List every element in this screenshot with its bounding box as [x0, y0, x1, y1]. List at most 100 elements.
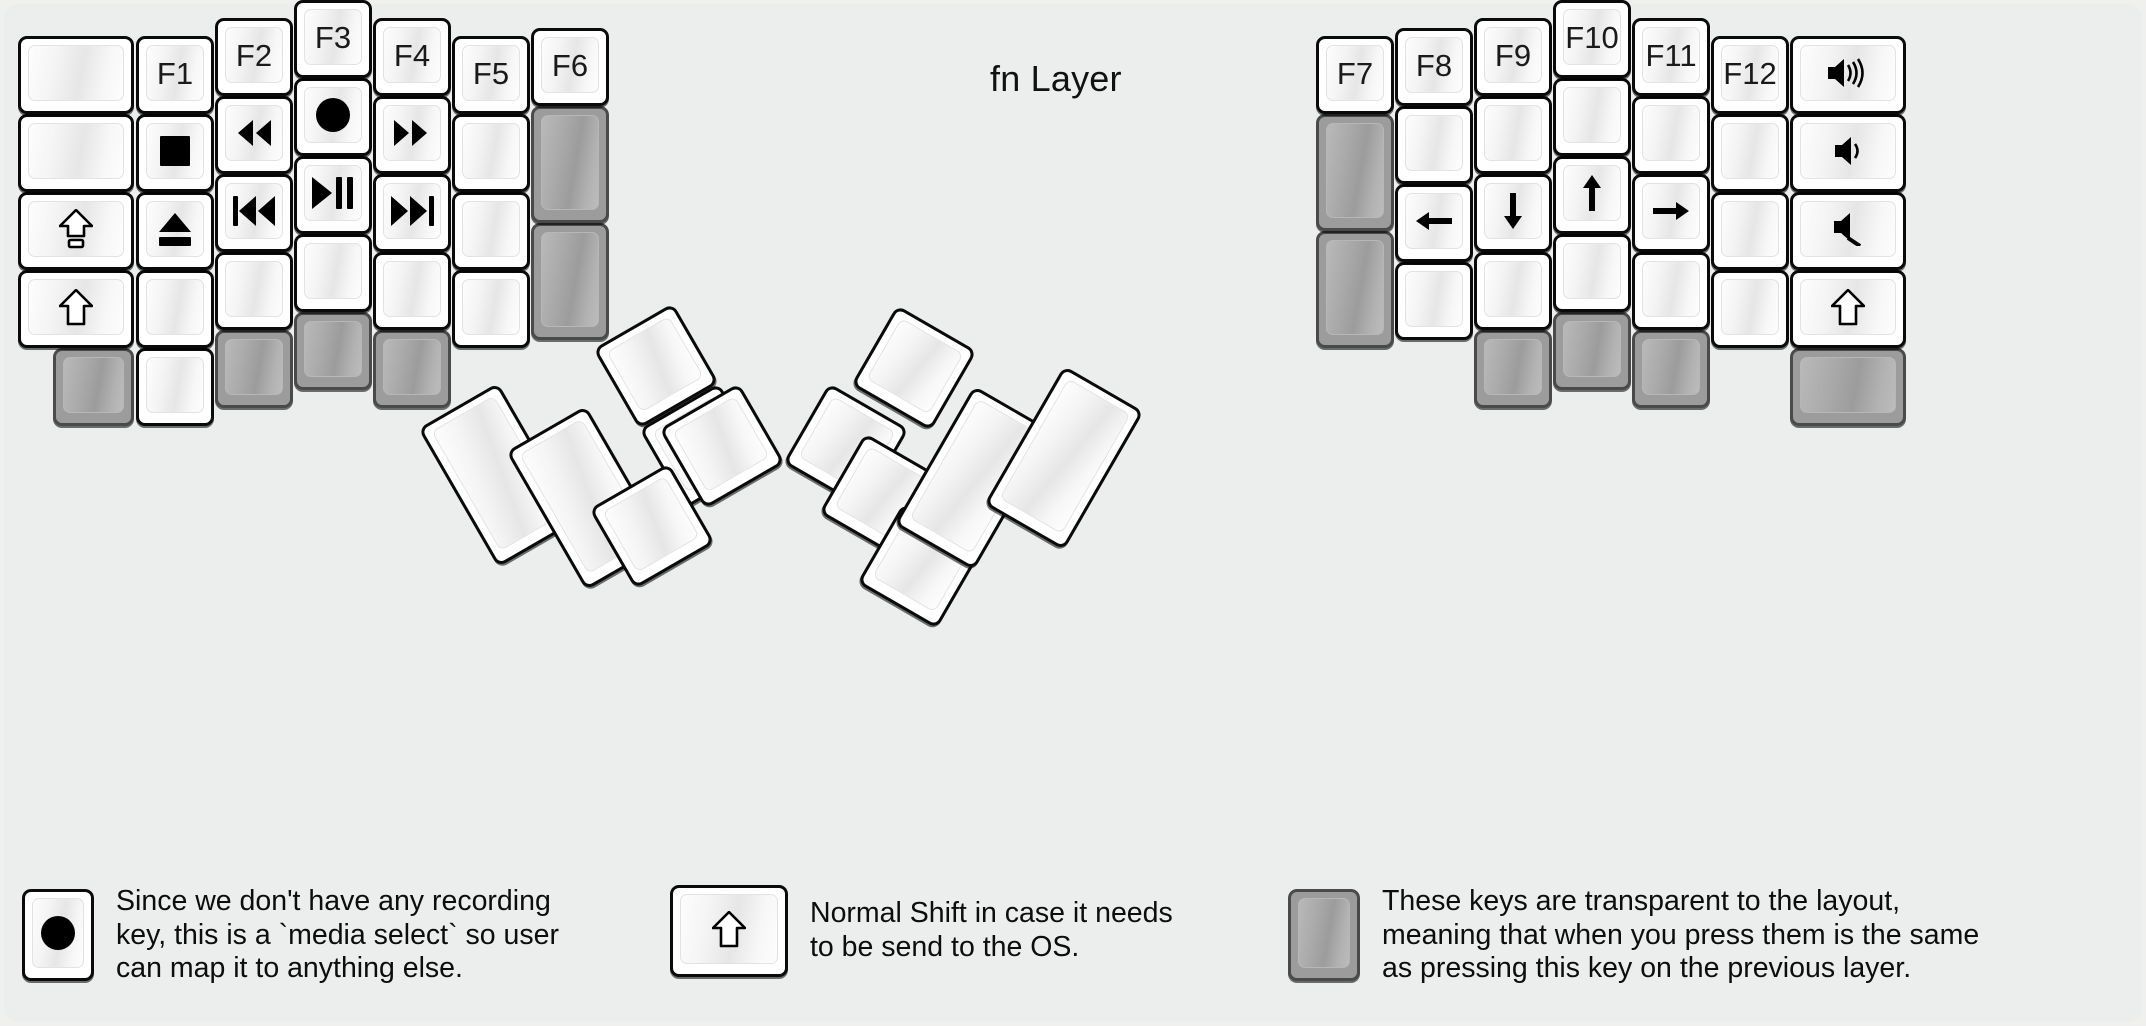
key-col-6-f5-3[interactable]	[452, 270, 530, 348]
key-col-4-f10-4[interactable]	[1553, 312, 1631, 390]
key-label: F7	[1336, 55, 1374, 91]
key-col-4-f3-4[interactable]	[294, 312, 372, 390]
key-col-5-f4-2[interactable]	[373, 174, 451, 252]
key-col-4-f3-0[interactable]: F3	[294, 0, 372, 78]
key-col-3-f2-2[interactable]	[215, 174, 293, 252]
key-col-4-f10-3[interactable]	[1553, 234, 1631, 312]
keycap-surface	[1326, 123, 1384, 218]
keycap-surface	[1298, 898, 1350, 969]
key-col-4-f10-2[interactable]	[1553, 156, 1631, 234]
keycap-surface	[1484, 339, 1542, 395]
key-col-3-f9-2[interactable]	[1474, 174, 1552, 252]
key-col-3-f9-0[interactable]: F9	[1474, 18, 1552, 96]
key-col-1-outer-3[interactable]	[18, 270, 134, 348]
keycap-surface	[1721, 201, 1779, 257]
key-label: F11	[1645, 37, 1697, 73]
legend-description-0: Since we don't have any recording key, t…	[116, 885, 559, 985]
key-col-4-f3-2[interactable]	[294, 156, 372, 234]
key-col-4-f3-3[interactable]	[294, 234, 372, 312]
key-col-5-f11-0[interactable]: F11	[1632, 18, 1710, 96]
key-col-3-f9-1[interactable]	[1474, 96, 1552, 174]
key-col-7-f6-0[interactable]: F6	[531, 28, 609, 106]
key-col-2-f8-2[interactable]	[1395, 184, 1473, 262]
keycap-surface	[1800, 123, 1896, 179]
key-col-5-f11-1[interactable]	[1632, 96, 1710, 174]
key-col-7-outer-2[interactable]	[1790, 192, 1906, 270]
key-col-6-f12-3[interactable]	[1711, 270, 1789, 348]
key-col-5-f4-1[interactable]	[373, 96, 451, 174]
key-col-6-f5-0[interactable]: F5	[452, 36, 530, 114]
keycap-surface	[1800, 279, 1896, 335]
keycap-surface	[541, 232, 599, 327]
key-col-4-f3-1[interactable]	[294, 78, 372, 156]
key-col-1-f7-0[interactable]: F7	[1316, 36, 1394, 114]
key-col-1-f7-1[interactable]	[1316, 114, 1394, 231]
keycap-surface: F5	[462, 45, 520, 101]
keycap-surface	[1326, 240, 1384, 335]
key-label: F2	[235, 37, 273, 73]
key-col-1-f7-2[interactable]	[1316, 231, 1394, 348]
keycap-surface	[383, 105, 441, 161]
media-fast-forward-icon	[394, 120, 430, 146]
key-col-3-f2-0[interactable]: F2	[215, 18, 293, 96]
keycap-surface: F8	[1405, 37, 1463, 93]
legend-description-1: Normal Shift in case it needs to be send…	[810, 897, 1173, 963]
key-col-5-f4-0[interactable]: F4	[373, 18, 451, 96]
key-col-2-f1-2[interactable]	[136, 192, 214, 270]
keycap-surface	[1721, 279, 1779, 335]
key-col-3-f9-3[interactable]	[1474, 252, 1552, 330]
arrow-up-icon	[1579, 175, 1605, 211]
keycap-surface	[146, 279, 204, 335]
key-col-7-outer-3[interactable]	[1790, 270, 1906, 348]
keycap-surface	[1800, 357, 1896, 413]
key-col-1-outer-2[interactable]	[18, 192, 134, 270]
key-col-3-f2-3[interactable]	[215, 252, 293, 330]
key-col-6-f12-1[interactable]	[1711, 114, 1789, 192]
key-label: F5	[472, 55, 510, 91]
legend-sample-key-1	[670, 885, 788, 977]
key-col-7-outer-0[interactable]	[1790, 36, 1906, 114]
key-col-1-outer-1[interactable]	[18, 114, 134, 192]
keycap-surface	[304, 243, 362, 299]
key-col-3-f2-1[interactable]	[215, 96, 293, 174]
keycap-surface	[1484, 261, 1542, 317]
key-col-5-f11-4[interactable]	[1632, 330, 1710, 408]
key-col-7-outer-4[interactable]	[1790, 348, 1906, 426]
key-col-2-f8-0[interactable]: F8	[1395, 28, 1473, 106]
key-col-2-f1-1[interactable]	[136, 114, 214, 192]
key-col-7-f6-2[interactable]	[531, 223, 609, 340]
keycap-surface	[28, 123, 124, 179]
media-record-icon	[315, 97, 351, 133]
key-col-3-f2-4[interactable]	[215, 330, 293, 408]
key-col-5-f4-3[interactable]	[373, 252, 451, 330]
legend-sample-key-2	[1288, 889, 1360, 982]
key-col-6-f12-2[interactable]	[1711, 192, 1789, 270]
key-col-7-outer-1[interactable]	[1790, 114, 1906, 192]
key-col-6-f5-2[interactable]	[452, 192, 530, 270]
keycap-surface	[304, 165, 362, 221]
key-col-2-f1-4[interactable]	[136, 348, 214, 426]
keycap-surface	[1642, 105, 1700, 161]
key-col-6-f5-1[interactable]	[452, 114, 530, 192]
key-col-2-f8-1[interactable]	[1395, 106, 1473, 184]
key-col-4-f10-0[interactable]: F10	[1553, 0, 1631, 78]
key-col-6-f12-0[interactable]: F12	[1711, 36, 1789, 114]
key-col-7-f6-1[interactable]	[531, 106, 609, 223]
key-col-3-f9-4[interactable]	[1474, 330, 1552, 408]
keycap-surface: F12	[1721, 45, 1779, 101]
keycap-surface	[1484, 183, 1542, 239]
volume-down-icon	[1835, 136, 1861, 166]
key-col-2-f1-0[interactable]: F1	[136, 36, 214, 114]
key-col-1-outer-0[interactable]	[18, 36, 134, 114]
legend-item-0: Since we don't have any recording key, t…	[22, 885, 559, 986]
key-col-1-outer-4-transparent[interactable]	[53, 348, 134, 426]
key-label: F3	[314, 19, 352, 55]
keycap-surface: F6	[541, 37, 599, 93]
keycap-surface	[1642, 261, 1700, 317]
key-col-2-f8-3[interactable]	[1395, 262, 1473, 340]
key-col-5-f11-3[interactable]	[1632, 252, 1710, 330]
key-col-2-f1-3[interactable]	[136, 270, 214, 348]
key-col-5-f11-2[interactable]	[1632, 174, 1710, 252]
key-col-5-f4-4[interactable]	[373, 330, 451, 408]
key-col-4-f10-1[interactable]	[1553, 78, 1631, 156]
